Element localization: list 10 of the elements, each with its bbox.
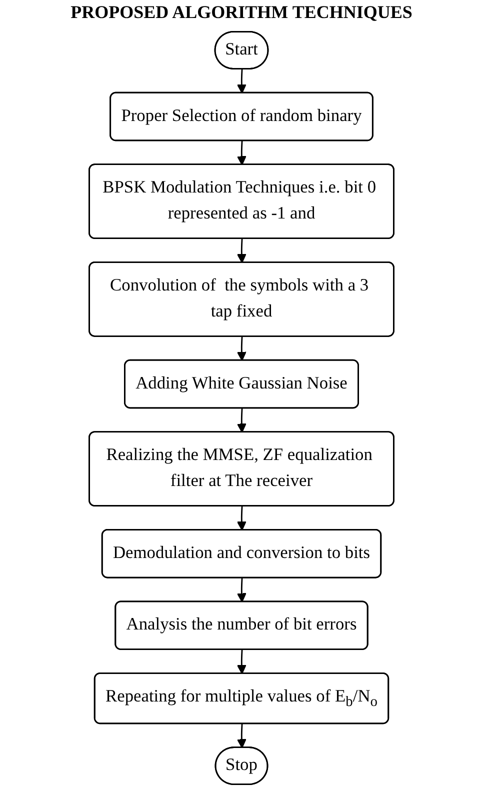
diagram-title: PROPOSED ALGORITHM TECHNIQUES (70, 2, 414, 23)
arrow (236, 140, 246, 166)
arrow (236, 506, 246, 531)
arrow (236, 336, 246, 362)
arrow (236, 238, 246, 264)
arrow (236, 408, 246, 433)
arrow (236, 69, 246, 94)
arrow (236, 650, 246, 674)
arrow (236, 724, 246, 748)
arrow (236, 578, 246, 602)
